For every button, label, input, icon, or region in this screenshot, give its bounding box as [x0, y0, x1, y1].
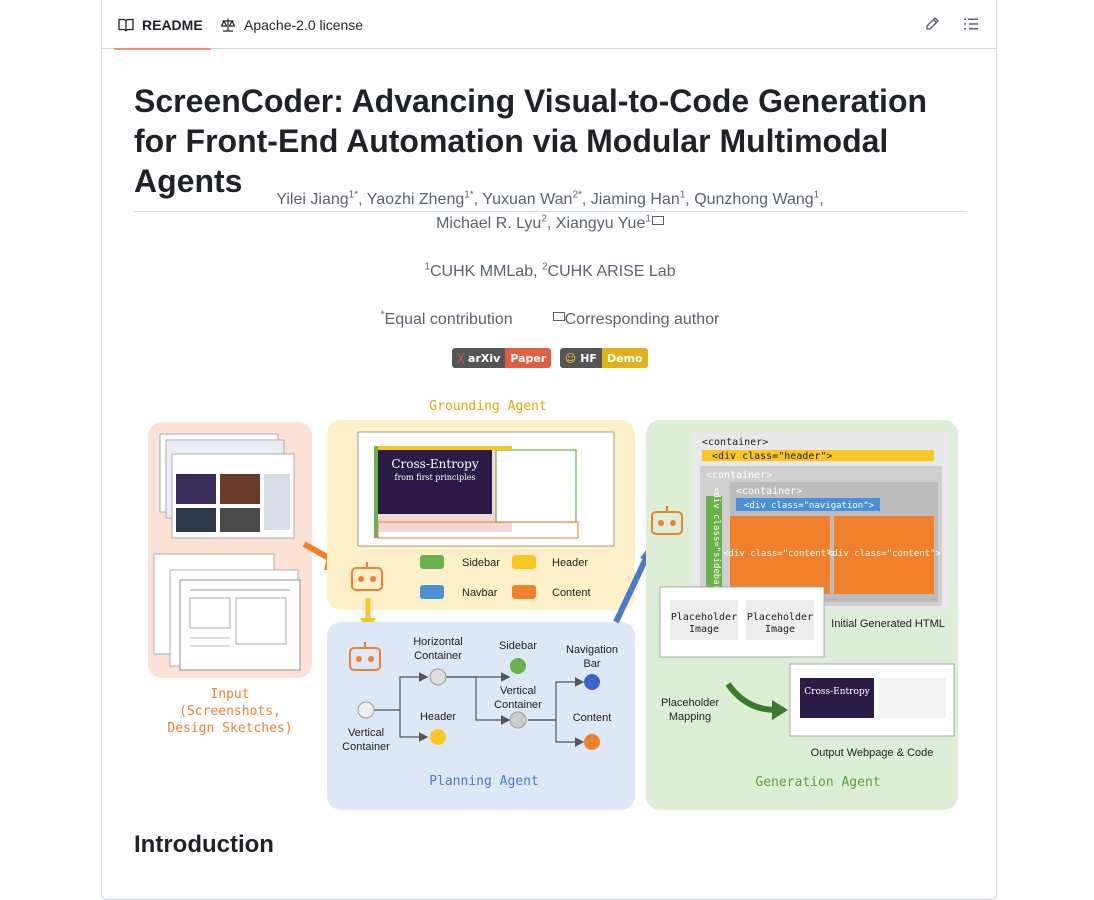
svg-text:Image: Image	[689, 624, 719, 635]
svg-text:Content: Content	[573, 712, 612, 724]
svg-text:Container: Container	[414, 650, 462, 662]
readme-panel: README Apache-2.0 license ScreenCoder: A…	[101, 0, 997, 900]
svg-text:Vertical: Vertical	[348, 727, 384, 739]
robot-icon	[651, 506, 683, 535]
outline-list-icon[interactable]	[963, 16, 979, 32]
tab-readme-label: README	[142, 16, 203, 33]
edit-pencil-icon[interactable]	[924, 16, 940, 32]
svg-text:<div class="header">: <div class="header">	[712, 451, 832, 462]
svg-text:(Screenshots,: (Screenshots,	[179, 704, 281, 719]
svg-text:Container: Container	[494, 699, 542, 711]
svg-text:Placeholder: Placeholder	[661, 697, 719, 709]
svg-text:Image: Image	[765, 624, 795, 635]
page-title: ScreenCoder: Advancing Visual-to-Code Ge…	[134, 81, 966, 212]
hugging-face-icon: ☺	[564, 351, 577, 365]
svg-text:Initial Generated HTML: Initial Generated HTML	[831, 618, 945, 630]
svg-text:Cross-Entropy: Cross-Entropy	[391, 457, 478, 471]
contribution-notes: *Equal contribution Corresponding author	[380, 309, 720, 328]
svg-text:<div class="content">: <div class="content">	[827, 549, 941, 559]
planning-panel	[327, 622, 635, 810]
legend: Sidebar Header Navbar Content	[420, 555, 591, 599]
svg-text:Navbar: Navbar	[462, 587, 498, 599]
svg-text:from first principles: from first principles	[395, 473, 476, 482]
svg-text:Container: Container	[342, 741, 390, 753]
svg-text:Cross-Entropy: Cross-Entropy	[804, 687, 870, 697]
arxiv-logo-icon: ᚷ	[457, 351, 465, 365]
svg-text:<container>: <container>	[702, 437, 768, 448]
tab-readme[interactable]: README	[114, 0, 211, 50]
authors-line-1: Yilei Jiang1*, Yaozhi Zheng1*, Yuxuan Wa…	[276, 189, 824, 208]
tab-license-label: Apache-2.0 license	[244, 16, 364, 33]
svg-text:Header: Header	[552, 557, 588, 569]
svg-text:<div class="sidebar">: <div class="sidebar">	[711, 487, 721, 601]
affiliations: 1CUHK MMLab, 2CUHK ARISE Lab	[424, 261, 676, 280]
svg-text:Design Sketches): Design Sketches)	[167, 721, 292, 736]
svg-text:Sidebar: Sidebar	[462, 557, 500, 569]
svg-text:Placeholder: Placeholder	[747, 612, 813, 623]
svg-text:Header: Header	[420, 711, 456, 723]
generation-agent-label: Generation Agent	[755, 775, 880, 790]
book-icon	[118, 18, 134, 32]
authors-line-2: Michael R. Lyu2, Xiangyu Yue1	[134, 212, 966, 236]
svg-text:Output Webpage & Code: Output Webpage & Code	[811, 747, 934, 759]
law-scale-icon	[220, 18, 236, 32]
svg-text:Navigation: Navigation	[566, 644, 618, 656]
tab-license[interactable]: Apache-2.0 license	[220, 0, 363, 49]
robot-icon	[351, 562, 383, 591]
readme-tabbar: README Apache-2.0 license	[102, 0, 996, 50]
svg-text:Mapping: Mapping	[669, 711, 711, 723]
planning-agent-label: Planning Agent	[429, 774, 539, 789]
envelope-icon	[552, 312, 565, 321]
svg-text:<container>: <container>	[736, 486, 802, 497]
input-label: Input	[210, 687, 249, 702]
svg-text:<div class="content">: <div class="content">	[723, 549, 837, 559]
svg-text:Content: Content	[552, 587, 591, 599]
grounding-agent-label: Grounding Agent	[429, 399, 546, 414]
svg-text:Sidebar: Sidebar	[499, 640, 537, 652]
svg-text:Bar: Bar	[583, 658, 600, 670]
hf-demo-badge[interactable]: ☺HF Demo	[559, 348, 648, 368]
svg-text:<container>: <container>	[706, 470, 772, 481]
svg-text:<div class="navigation">: <div class="navigation">	[744, 501, 875, 511]
svg-text:Horizontal: Horizontal	[413, 636, 463, 648]
introduction-heading: Introduction	[134, 831, 274, 858]
architecture-figure: Input (Screenshots, Design Sketches) Gro…	[148, 399, 958, 810]
svg-text:Vertical: Vertical	[500, 685, 536, 697]
robot-icon	[349, 642, 381, 671]
svg-text:Placeholder: Placeholder	[671, 612, 737, 623]
envelope-icon	[651, 216, 664, 225]
